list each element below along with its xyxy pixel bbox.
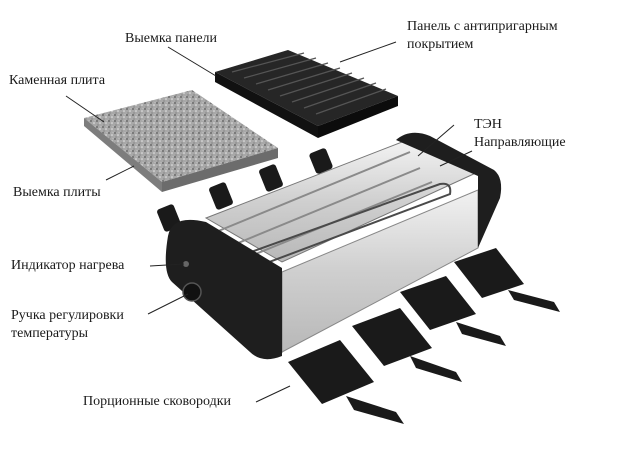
portion-pan: [288, 340, 404, 424]
portion-pan: [352, 308, 462, 382]
stone-plate: [84, 90, 278, 192]
leader-lines: [65, 41, 473, 403]
portion-pan: [454, 248, 560, 312]
label-stone-plate: Каменная плита: [9, 73, 106, 88]
temperature-knob: [182, 282, 202, 302]
label-heating-element: ТЭН: [474, 117, 502, 132]
label-temp-knob-line2: температуры: [11, 326, 89, 341]
label-temp-knob-line1: Ручка регулировки: [11, 308, 124, 323]
label-nonstick-panel-line2: покрытием: [407, 37, 474, 52]
portion-pans: [288, 248, 560, 424]
grill-body: [157, 132, 502, 360]
label-heat-indicator: Индикатор нагрева: [11, 258, 125, 273]
heat-indicator-light: [183, 261, 189, 267]
label-panel-notch: Выемка панели: [125, 31, 218, 46]
portion-pan: [400, 276, 506, 346]
label-portion-pans: Порционные сковородки: [83, 394, 232, 409]
nonstick-grill-panel: [215, 50, 398, 138]
label-nonstick-panel-line1: Панель с антипригарным: [407, 19, 558, 34]
label-guides: Направляющие: [474, 135, 566, 150]
label-plate-notch: Выемка плиты: [13, 185, 101, 200]
